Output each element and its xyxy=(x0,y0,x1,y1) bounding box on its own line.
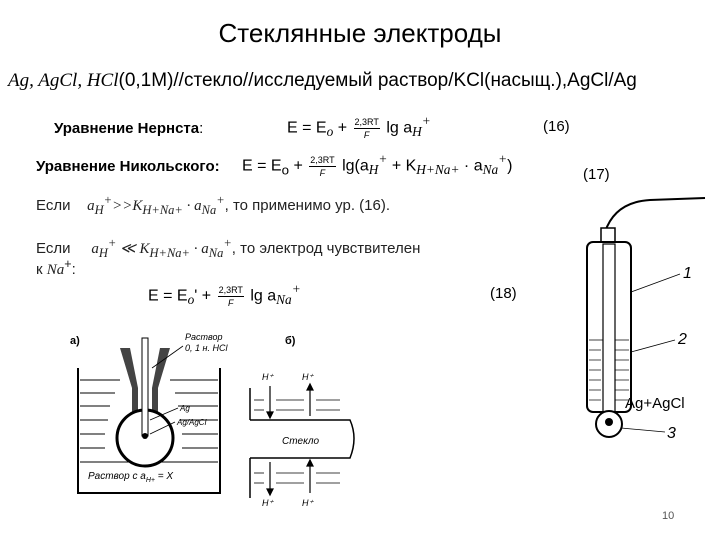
figure-b-glass: б) Стекло H⁺ H⁺ H⁺ H⁺ xyxy=(249,335,355,508)
figure-a-ag: Ag xyxy=(179,404,190,413)
figure-c-electrode: 1 2 3 Ag+AgCl xyxy=(586,197,706,442)
figure-b-h-top-right: H⁺ xyxy=(302,372,314,382)
figure-a-label: а) xyxy=(70,335,80,347)
condition-2: Если aH+ ≪ KH+Na+ · aNa+, то электрод чу… xyxy=(36,236,421,260)
figure-b-h-bot-left: H⁺ xyxy=(262,498,274,508)
nernst-lhs: E = E xyxy=(287,119,327,137)
nernst-label: Уравнение Нернста xyxy=(54,120,200,137)
figure-a-agcl: Ag/AgCl xyxy=(176,418,207,427)
condition-1: Если aH+>>KH+Na+ · aNa+, то применимо ур… xyxy=(36,193,391,217)
nernst-sub0: o xyxy=(326,124,334,140)
cell-conc: (0,1M) xyxy=(118,70,174,91)
nernst-log: lg a xyxy=(386,119,413,137)
figure-c-label-3: 3 xyxy=(667,425,676,442)
figure-a-solution-2: 0, 1 н. HCl xyxy=(185,343,228,353)
figure-b-glass-text: Стекло xyxy=(282,436,319,447)
figure-a-electrode: а) Раствор 0, 1 н. HCl Ag Ag/AgCl Раство… xyxy=(70,332,228,494)
figure-c-ag-text: Ag+AgCl xyxy=(625,395,685,412)
figure-a-solution-1: Раствор xyxy=(185,332,223,342)
nernst-number: (16) xyxy=(543,118,570,135)
cell-prefix: Ag, AgCl, HCl xyxy=(8,70,119,91)
page-number: 10 xyxy=(662,510,675,522)
nikolsky-number: (17) xyxy=(583,166,610,183)
nernst-colon: : xyxy=(199,120,204,137)
figure-a-bottom-label: Раствор с aH+ = X xyxy=(88,471,173,484)
nikolsky-label: Уравнение Никольского: xyxy=(36,158,220,175)
nernst-label-wrap: Уравнение Нернста: xyxy=(54,120,203,137)
condition-2-line2: к Na+: xyxy=(36,257,76,278)
cell-scheme: Ag, AgCl, HCl(0,1M)//стекло//исследуемый… xyxy=(8,70,637,92)
figure-b-h-top-left: H⁺ xyxy=(262,372,274,382)
page-title: Стеклянные электроды xyxy=(218,18,502,48)
figure-c-label-1: 1 xyxy=(683,265,692,282)
eq18-number: (18) xyxy=(490,285,517,302)
nernst-plus: + xyxy=(337,119,348,137)
cell-rest: //стекло//исследуемый раствор/KCl(насыщ.… xyxy=(173,70,637,91)
figure-b-h-bot-right: H⁺ xyxy=(302,498,314,508)
figure-b-label: б) xyxy=(285,335,296,347)
figure-c-label-2: 2 xyxy=(677,331,687,348)
